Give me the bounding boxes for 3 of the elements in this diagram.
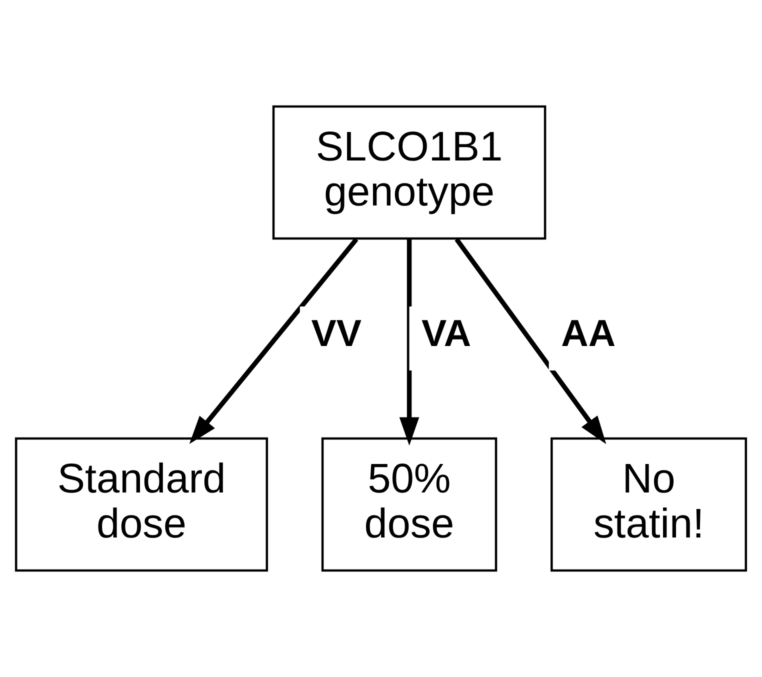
edge-label: VV: [311, 312, 362, 354]
edge-label: AA: [561, 312, 616, 354]
edge-label: VA: [422, 312, 472, 354]
